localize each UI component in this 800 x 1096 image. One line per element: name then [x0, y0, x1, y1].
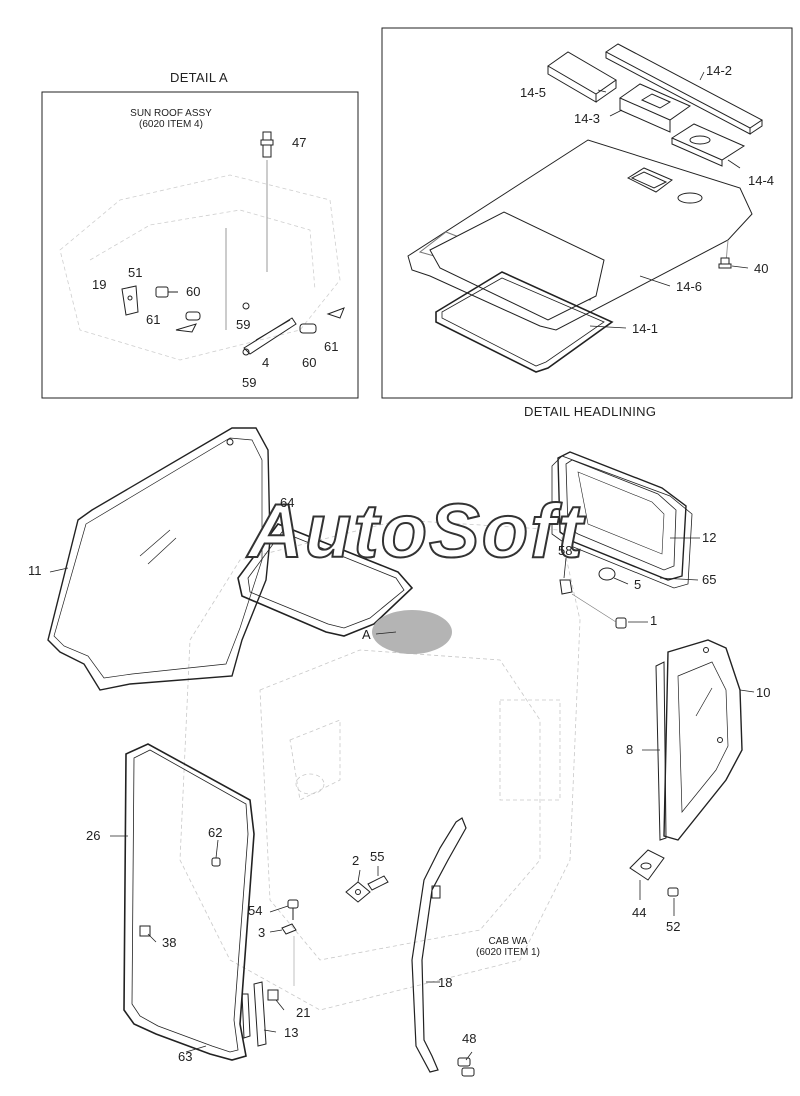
part-label-10[interactable]: 10: [756, 685, 771, 700]
part-label-14-1[interactable]: 14-1: [632, 321, 659, 336]
part-label-51[interactable]: 51: [128, 265, 143, 280]
part-label-14-6[interactable]: 14-6: [676, 279, 703, 294]
part-label-62[interactable]: 62: [208, 825, 223, 840]
part-label-65[interactable]: 65: [702, 572, 717, 587]
part-label-61b[interactable]: 61: [324, 339, 339, 354]
sunroof-assy-line1: SUN ROOF ASSY: [130, 108, 212, 119]
watermark: AutoSoft: [247, 488, 585, 575]
detail-a-marker-label[interactable]: A: [362, 627, 371, 642]
detail-a-marker[interactable]: [372, 610, 452, 654]
part-label-18[interactable]: 18: [438, 975, 453, 990]
part-label-2[interactable]: 2: [352, 853, 360, 868]
detail-a-frame: [41, 91, 359, 399]
part-label-13[interactable]: 13: [284, 1025, 299, 1040]
part-label-63[interactable]: 63: [178, 1049, 193, 1064]
part-label-44[interactable]: 44: [632, 905, 647, 920]
part-label-61a[interactable]: 61: [146, 312, 161, 327]
part-label-1[interactable]: 1: [650, 613, 658, 628]
part-label-8[interactable]: 8: [626, 742, 634, 757]
part-label-4[interactable]: 4: [262, 355, 270, 370]
sunroof-ghost-outline: [59, 174, 341, 361]
part-label-26[interactable]: 26: [86, 828, 101, 843]
part-label-14-4[interactable]: 14-4: [748, 173, 775, 188]
cab-leaders: [49, 537, 755, 1061]
part-label-59a[interactable]: 59: [236, 317, 251, 332]
part-label-55[interactable]: 55: [370, 849, 385, 864]
detail-headlining-title: DETAIL HEADLINING: [524, 404, 657, 419]
part-label-14-3[interactable]: 14-3: [574, 111, 601, 126]
part-label-54[interactable]: 54: [248, 903, 263, 918]
part-label-3[interactable]: 3: [258, 925, 266, 940]
part-label-14-5[interactable]: 14-5: [520, 85, 547, 100]
sunroof-parts: [121, 131, 345, 356]
part-label-47[interactable]: 47: [292, 135, 307, 150]
part-label-12[interactable]: 12: [702, 530, 717, 545]
part-label-60a[interactable]: 60: [186, 284, 201, 299]
sunroof-assy-label: SUN ROOF ASSY (6020 ITEM 4): [118, 108, 224, 130]
sunroof-assy-line2: (6020 ITEM 4): [139, 119, 203, 130]
part-label-52[interactable]: 52: [666, 919, 681, 934]
headlining-parts: [407, 43, 763, 373]
part-label-19[interactable]: 19: [92, 277, 107, 292]
cab-label: CAB WA (6020 ITEM 1): [466, 936, 550, 958]
part-label-40[interactable]: 40: [754, 261, 769, 276]
detail-headlining-frame: [381, 27, 793, 399]
part-label-11[interactable]: 11: [28, 563, 42, 578]
part-label-21[interactable]: 21: [296, 1005, 311, 1020]
part-label-58[interactable]: 58: [558, 543, 573, 558]
part-label-64[interactable]: 64: [280, 495, 295, 510]
detail-a-title: DETAIL A: [170, 70, 229, 85]
cab-line1: CAB WA: [488, 936, 528, 947]
part-label-5[interactable]: 5: [634, 577, 642, 592]
part-label-48[interactable]: 48: [462, 1031, 477, 1046]
cab-parts: [47, 427, 743, 1077]
cab-line2: (6020 ITEM 1): [476, 947, 540, 958]
part-label-38[interactable]: 38: [162, 935, 177, 950]
part-label-59b[interactable]: 59: [242, 375, 257, 390]
headlining-leaders: [589, 71, 749, 329]
part-label-60b[interactable]: 60: [302, 355, 317, 370]
part-label-14-2[interactable]: 14-2: [706, 63, 733, 78]
